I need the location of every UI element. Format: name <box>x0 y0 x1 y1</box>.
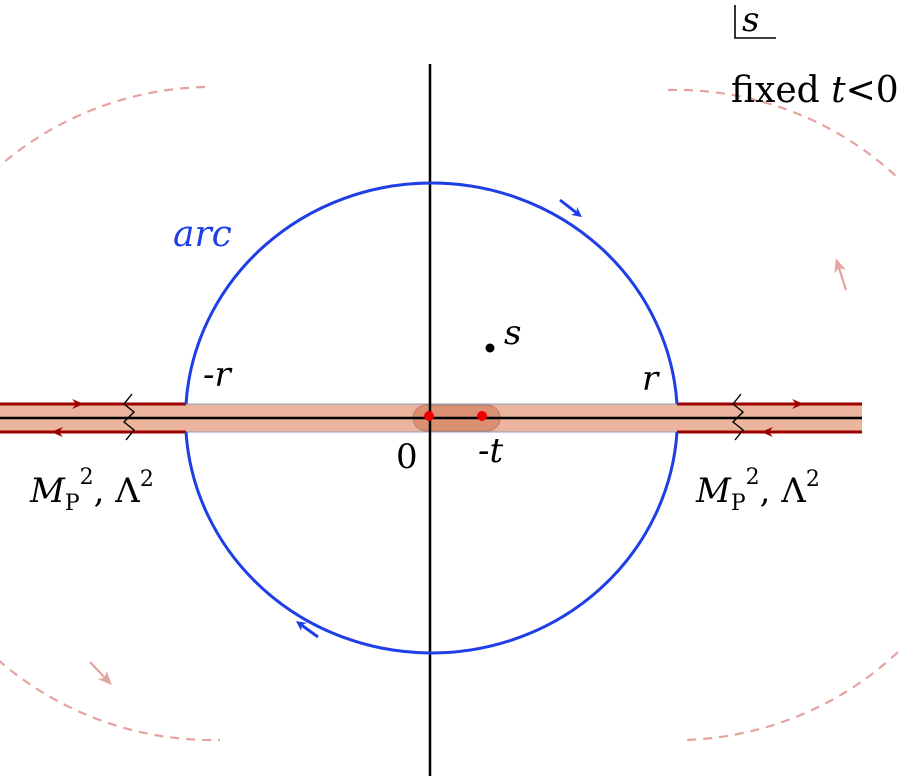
pole-neg-t <box>477 411 487 421</box>
dashed-arc-left <box>0 85 221 742</box>
zigzag-left <box>122 393 136 441</box>
zigzag-right <box>731 393 745 441</box>
corner-bracket <box>734 5 776 39</box>
arc-label: arc <box>173 214 232 255</box>
pole-origin <box>424 411 434 421</box>
corner-variable-label: s <box>742 0 759 40</box>
pos-r-label: r <box>642 359 660 399</box>
point-s-dot <box>485 343 495 353</box>
origin-label: 0 <box>396 437 418 477</box>
cut-label-left: MP2, Λ2 <box>29 465 154 516</box>
dashed-arc-arrow-right <box>834 258 848 291</box>
contour-arrow-lower <box>295 621 319 639</box>
neg-t-label: -t <box>478 431 503 471</box>
point-s-label: s <box>504 313 521 353</box>
dashed-arc-arrow-left <box>89 661 112 686</box>
contour-lower-arc <box>184 431 679 655</box>
contour-arrow-upper <box>559 198 582 218</box>
cut-label-right: MP2, Λ2 <box>695 465 820 516</box>
contour-upper-arc <box>184 181 679 405</box>
dashed-arc-right <box>667 88 899 742</box>
neg-r-label: -r <box>203 355 232 395</box>
fixed-t-label: fixed t<0 <box>731 70 899 111</box>
